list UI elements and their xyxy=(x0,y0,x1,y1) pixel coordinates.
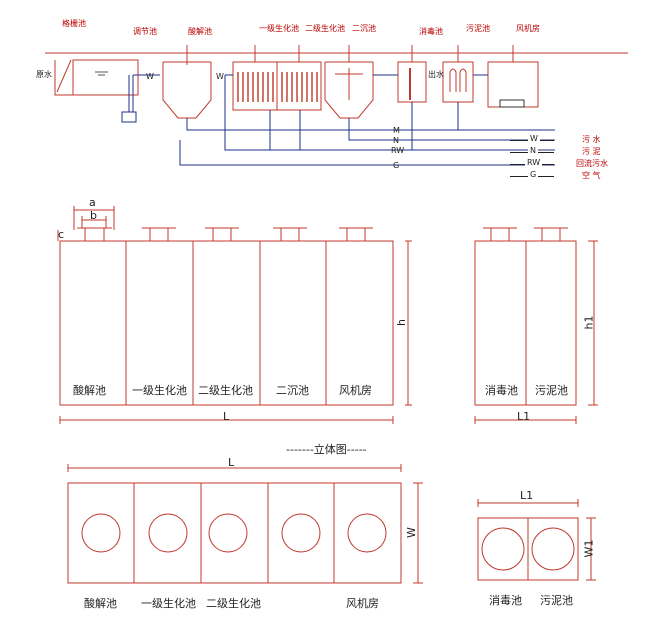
dim-L1: L1 xyxy=(517,410,531,423)
dim-h: h xyxy=(394,319,408,326)
legend-name: 回流污水 xyxy=(576,159,608,168)
plan-manhole-5 xyxy=(347,513,387,553)
dim-h1: h1 xyxy=(582,315,596,330)
sludge-tank xyxy=(442,61,474,103)
legend: W 污 水 N 污 泥 RW 回流污水 G 空 气 xyxy=(510,134,620,180)
elev-label-sludge: 污泥池 xyxy=(535,384,568,397)
dim-c: c xyxy=(58,228,65,241)
pipe-marker-m: M xyxy=(393,126,400,135)
plan-small xyxy=(477,499,596,581)
legend-name: 污 泥 xyxy=(582,147,601,156)
legend-row: N 污 泥 xyxy=(510,146,620,158)
elev-label-blower: 风机房 xyxy=(339,384,372,397)
pump xyxy=(121,111,137,123)
elevation-main-body xyxy=(59,240,394,406)
plan-label-disinfection: 消毒池 xyxy=(489,594,522,607)
elevation-small xyxy=(474,227,598,424)
legend-code: N xyxy=(528,146,538,155)
bio-media xyxy=(237,72,318,102)
pipe-marker-g: G xyxy=(393,161,400,170)
elev-label-sedimentation: 二沉池 xyxy=(276,384,309,397)
plan-dim-W1: W1 xyxy=(582,539,596,558)
legend-name: 污 水 xyxy=(582,135,601,144)
legend-name: 空 气 xyxy=(582,171,601,180)
plan-main xyxy=(67,464,423,584)
flow-outlet-label: 出水 xyxy=(428,70,444,79)
bio-tank-2 xyxy=(276,61,322,111)
plan-dim-L: L xyxy=(228,456,235,469)
legend-row: RW 回流污水 xyxy=(510,158,620,170)
plan-dim-L1: L1 xyxy=(520,489,534,502)
disinfection-tank xyxy=(397,61,427,103)
pipe-marker-rw: RW xyxy=(391,146,405,155)
hydrolysis-tank xyxy=(162,62,212,119)
elev-label-bio2: 二级生化池 xyxy=(198,384,253,397)
legend-code: G xyxy=(528,170,539,179)
plan-main-body xyxy=(67,482,402,584)
flow-label-disinfection: 消毒池 xyxy=(419,27,443,36)
flow-label-sludge: 污泥池 xyxy=(466,24,490,33)
plan-manhole-2 xyxy=(148,513,188,553)
elev-label-bio1: 一级生化池 xyxy=(132,384,187,397)
blower xyxy=(499,99,525,108)
elev-label-hydrolysis: 酸解池 xyxy=(73,384,106,397)
dim-b: b xyxy=(90,209,97,222)
pipe-marker-w2: W xyxy=(216,72,224,81)
flow-label-sedimentation: 二沉池 xyxy=(352,24,376,33)
elev-label-disinfection: 消毒池 xyxy=(485,384,518,397)
flow-label-regulating: 调节池 xyxy=(133,27,157,36)
plan-label-hydrolysis: 酸解池 xyxy=(84,597,117,610)
pipe-marker-n: N xyxy=(393,136,399,145)
flow-label-bio2: 二级生化池 xyxy=(305,24,345,33)
bio-tank-1 xyxy=(232,61,278,111)
plan-manhole-3 xyxy=(208,513,248,553)
sedimentation-tank xyxy=(324,61,374,119)
legend-row: W 污 水 xyxy=(510,134,620,146)
plan-label-sludge: 污泥池 xyxy=(540,594,573,607)
plan-label-bio2: 二级生化池 xyxy=(206,597,261,610)
plan-small-manhole-1 xyxy=(481,527,525,571)
caption: -------立体图----- xyxy=(286,443,367,456)
pipe-network xyxy=(179,74,555,166)
flow-inlet-label: 原水 xyxy=(36,70,52,79)
plan-small-manhole-2 xyxy=(531,527,575,571)
legend-row: G 空 气 xyxy=(510,170,620,182)
plan-label-blower: 风机房 xyxy=(346,597,379,610)
flow-label-bio1: 一级生化池 xyxy=(259,24,299,33)
dim-L: L xyxy=(223,410,230,423)
flow-diagram xyxy=(45,45,628,166)
pipe-marker-w1: W xyxy=(146,72,154,81)
legend-code: RW xyxy=(525,158,543,167)
flow-label-hydrolysis: 酸解池 xyxy=(188,27,212,36)
dim-a: a xyxy=(89,196,96,209)
plan-label-bio1: 一级生化池 xyxy=(141,597,196,610)
flow-label-grille: 格栅池 xyxy=(62,19,86,28)
regulating-tank xyxy=(72,59,139,96)
elevation-main xyxy=(57,206,412,424)
plan-manhole-4 xyxy=(281,513,321,553)
legend-code: W xyxy=(528,134,540,143)
plan-manhole-1 xyxy=(81,513,121,553)
plan-dim-W: W xyxy=(404,527,418,538)
flow-label-blower: 风机房 xyxy=(516,24,540,33)
grille-bars xyxy=(56,59,72,93)
